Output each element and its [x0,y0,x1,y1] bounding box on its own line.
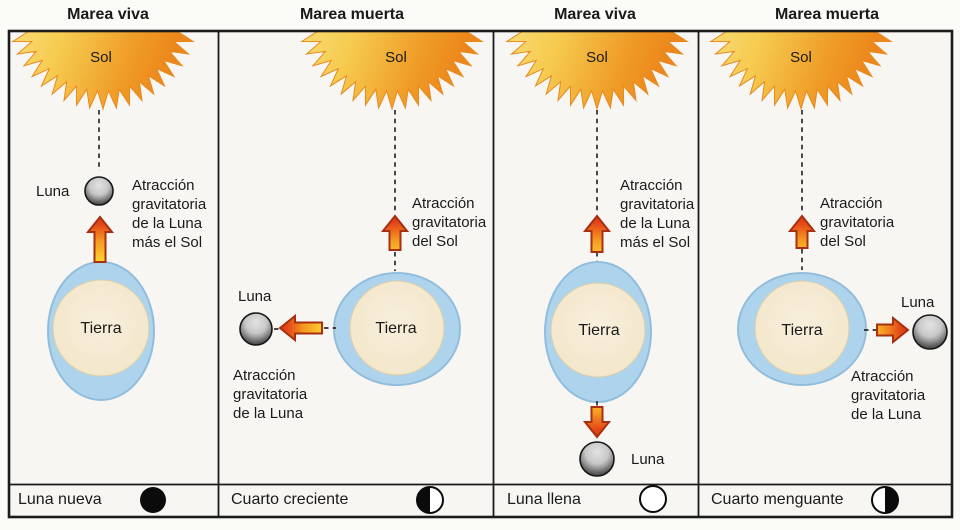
gravity-arrow-up-1 [85,215,115,263]
earth-label-2: Tierra [375,320,417,337]
earth-land-3 [550,282,646,378]
sun-icon-2 [300,32,484,111]
gravity-arrow-up-4 [787,214,817,249]
earth-land-1 [52,279,150,377]
annotation-moon-4: Atracción gravitatoria de la Luna [851,368,926,423]
moon-label-3: Luna [631,451,665,468]
annotation-sun-2: Atracción gravitatoria del Sol [412,195,487,250]
sun-icon-1 [11,32,195,111]
gravity-arrow-up-3 [582,214,612,253]
panel-title-2: Marea muerta [299,6,405,23]
panel-title-4: Marea muerta [774,6,880,23]
phase-label-luna-llena: Luna llena [507,491,581,508]
earth-land-4 [754,280,850,376]
annotation-moon-plus-sun-1: Atracción gravitatoria de la Luna más el… [132,177,207,251]
phase-label-cuarto-menguante: Cuarto menguante [711,491,844,508]
annotation-sun-4: Atracción gravitatoria del Sol [820,195,895,250]
phase-label-luna-nueva: Luna nueva [18,491,102,508]
earth-label-4: Tierra [781,322,823,339]
sun-icon-4 [709,32,893,111]
first-quarter-icon [416,486,444,514]
annotation-moon-plus-sun-3: Atracción gravitatoria de la Luna más el… [620,177,695,251]
moon-icon-1 [84,176,114,206]
full-moon-icon [639,485,667,513]
sun-icon-3 [505,32,689,111]
diagram-border [7,29,954,519]
gravity-arrow-right-4 [876,315,910,345]
sun-label-2: Sol [385,49,407,66]
gravity-arrow-up-2 [380,214,410,251]
moon-label-4: Luna [901,294,935,311]
annotation-moon-2: Atracción gravitatoria de la Luna [233,367,308,422]
sun-label-1: Sol [90,49,112,66]
earth-label-3: Tierra [578,322,620,339]
gravity-arrow-left-2 [278,313,323,343]
moon-icon-3 [579,441,615,477]
moon-label-1: Luna [36,183,70,200]
moon-label-2: Luna [238,288,272,305]
moon-icon-2 [239,312,273,346]
gravity-arrow-down-3 [582,406,612,439]
sun-label-4: Sol [790,49,812,66]
sun-label-3: Sol [586,49,608,66]
new-moon-icon [140,487,166,513]
earth-label-1: Tierra [80,320,122,337]
panel-title-3: Marea viva [554,6,636,23]
panel-title-1: Marea viva [67,6,149,23]
earth-land-2 [349,280,445,376]
sun-earth-dashed-line [98,110,876,406]
moon-icon-4 [912,314,948,350]
last-quarter-icon [871,486,899,514]
phase-label-cuarto-creciente: Cuarto creciente [231,491,349,508]
